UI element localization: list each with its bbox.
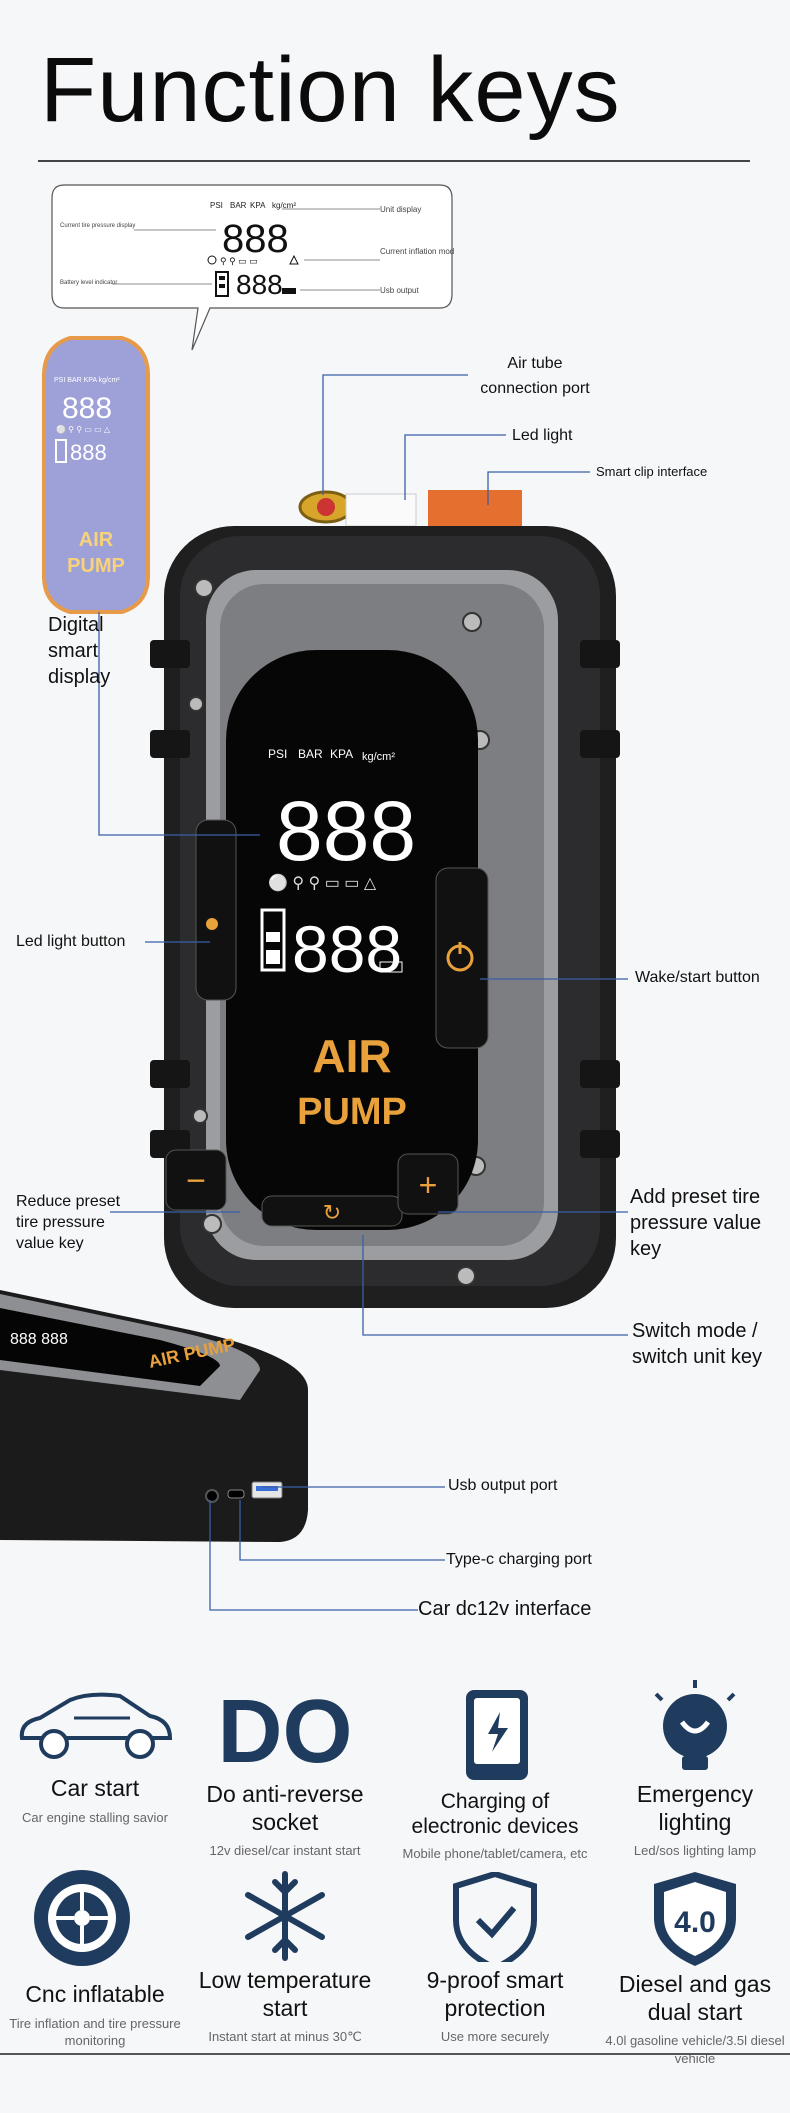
feature-charging: Charging of electronic devices Mobile ph…: [400, 1688, 590, 1863]
air-pump-device: PSI BAR KPA kg/cm² 888 ⚪ ⚲ ⚲ ▭ ▭ △ 888 A…: [150, 480, 620, 1310]
charging-phone-icon: [466, 1690, 528, 1780]
svg-text:888 888: 888 888: [10, 1331, 68, 1348]
feature-title: Car start: [50, 1775, 140, 1801]
mini-brand-line1: AIR: [79, 529, 114, 551]
feature-sub: 4.0l gasoline vehicle/3.5l diesel vehicl…: [605, 2033, 785, 2066]
svg-text:−: −: [186, 1162, 206, 1200]
device-output-readout: 888: [292, 912, 402, 986]
feature-dual-start: 4.0 Diesel and gas dual start 4.0l gasol…: [600, 1870, 790, 2067]
mini-brand-line2: PUMP: [67, 555, 125, 577]
callout-digital-display: Digital smart display: [48, 614, 111, 688]
device-pressure-readout: 888: [276, 784, 416, 878]
feature-title: Low temperature start: [198, 1967, 372, 2021]
shield-check-icon: [453, 1870, 537, 1972]
svg-text:+: +: [419, 1167, 438, 1203]
feature-anti-reverse: DO Do anti-reverse socket 12v diesel/car…: [190, 1676, 380, 1860]
feature-sub: Tire inflation and tire pressure monitor…: [9, 2015, 181, 2049]
car-icon: [19, 1692, 173, 1759]
svg-text:888: 888: [222, 217, 289, 261]
feature-sub: Use more securely: [440, 2029, 550, 2045]
snowflake-icon: [245, 1871, 325, 1961]
callout-wake-start: Wake/start button: [635, 969, 760, 986]
feature-title: 9-proof smart protection: [426, 1967, 564, 2021]
shield-4-icon: 4.0: [654, 1872, 736, 1966]
callout-smart-clip: Smart clip interface: [596, 464, 708, 479]
callout-dc12v: Car dc12v interface: [418, 1598, 592, 1620]
lightbulb-icon: [654, 1680, 736, 1770]
page-title: Function keys: [40, 39, 621, 141]
bubble-label-battery: Battery level indicator: [60, 280, 117, 286]
svg-text:↻: ↻: [323, 1200, 341, 1225]
callout-led-button: Led light button: [16, 933, 126, 950]
feature-title: Emergency lighting: [636, 1781, 754, 1835]
feature-cnc-inflatable: Cnc inflatable Tire inflation and tire p…: [0, 1866, 190, 2050]
feature-sub: Instant start at minus 30℃: [208, 2029, 362, 2045]
bubble-unit-0: PSI: [210, 201, 223, 210]
display-legend-bubble: PSI BAR KPA kg/cm² 888 888 ⚲ ⚲ ▭ ▭ Unit …: [50, 184, 459, 351]
bubble-unit-2: KPA: [250, 201, 266, 210]
bottom-divider: [0, 2053, 790, 2055]
bubble-label-mode: Current inflation mode: [380, 247, 454, 256]
callout-typec: Type-c charging port: [446, 1551, 592, 1568]
do-icon: DO: [218, 1682, 353, 1782]
feature-sub: Mobile phone/tablet/camera, etc: [402, 1846, 588, 1862]
device-unit-2: KPA: [330, 747, 353, 761]
svg-text:888: 888: [62, 392, 112, 425]
feature-title: Diesel and gas dual start: [618, 1971, 772, 2025]
feature-low-temperature: Low temperature start Instant start at m…: [190, 1870, 380, 2046]
svg-text:⚪ ⚲ ⚲ ▭ ▭ △: ⚪ ⚲ ⚲ ▭ ▭ △: [56, 424, 111, 434]
feature-sub: 12v diesel/car instant start: [209, 1843, 361, 1859]
bubble-label-usb: Usb output: [380, 286, 419, 295]
device-unit-1: BAR: [298, 747, 323, 761]
callout-reduce-key: Reduce preset tire pressure value key: [16, 1193, 121, 1252]
feature-title: Cnc inflatable: [25, 1981, 165, 2007]
mini-display-preview: PSI BAR KPA kg/cm² 888 ⚪ ⚲ ⚲ ▭ ▭ △ 888 A…: [40, 336, 152, 614]
callout-leaders: [98, 374, 628, 1611]
feature-title: Do anti-reverse socket: [206, 1781, 364, 1835]
bubble-label-current-pressure: Current tire pressure display: [60, 223, 135, 229]
callout-switch-key: Switch mode / switch unit key: [632, 1320, 763, 1368]
svg-text:⚪ ⚲ ⚲ ▭ ▭ △: ⚪ ⚲ ⚲ ▭ ▭ △: [268, 873, 377, 892]
pump-side-view: 888 888 AIR PUMP: [0, 1290, 320, 1550]
device-unit-3: kg/cm²: [362, 751, 395, 763]
tire-icon: [34, 1870, 130, 1966]
title-divider: [38, 160, 750, 162]
callout-led-light: Led light: [512, 427, 573, 444]
svg-text:888: 888: [236, 269, 283, 300]
bubble-label-unit: Unit display: [380, 205, 421, 214]
feature-car-start: Car start Car engine stalling savior: [0, 1680, 190, 1826]
feature-sub: Car engine stalling savior: [22, 1809, 168, 1825]
svg-text:⚲ ⚲ ▭ ▭: ⚲ ⚲ ▭ ▭: [220, 256, 258, 266]
callout-usb-port: Usb output port: [448, 1477, 558, 1494]
feature-smart-protection: 9-proof smart protection Use more secure…: [400, 1870, 590, 2046]
feature-emergency-lighting: Emergency lighting Led/sos lighting lamp: [600, 1680, 790, 1860]
callout-add-key: Add preset tire pressure value key: [630, 1186, 762, 1260]
device-brand-line2: PUMP: [297, 1091, 407, 1133]
svg-text:PSI BAR KPA kg/cm²: PSI BAR KPA kg/cm²: [54, 377, 120, 384]
device-unit-0: PSI: [268, 747, 287, 761]
feature-sub: Led/sos lighting lamp: [633, 1843, 757, 1859]
bubble-unit-3: kg/cm²: [272, 201, 296, 210]
feature-title: Charging of electronic devices: [411, 1790, 579, 1839]
device-brand-line1: AIR: [312, 1030, 391, 1082]
bubble-unit-1: BAR: [230, 201, 247, 210]
svg-text:4.0: 4.0: [674, 1906, 716, 1939]
callout-air-tube: Air tube connection port: [480, 355, 590, 397]
svg-text:DO: DO: [218, 1682, 353, 1776]
svg-text:888: 888: [70, 440, 107, 465]
